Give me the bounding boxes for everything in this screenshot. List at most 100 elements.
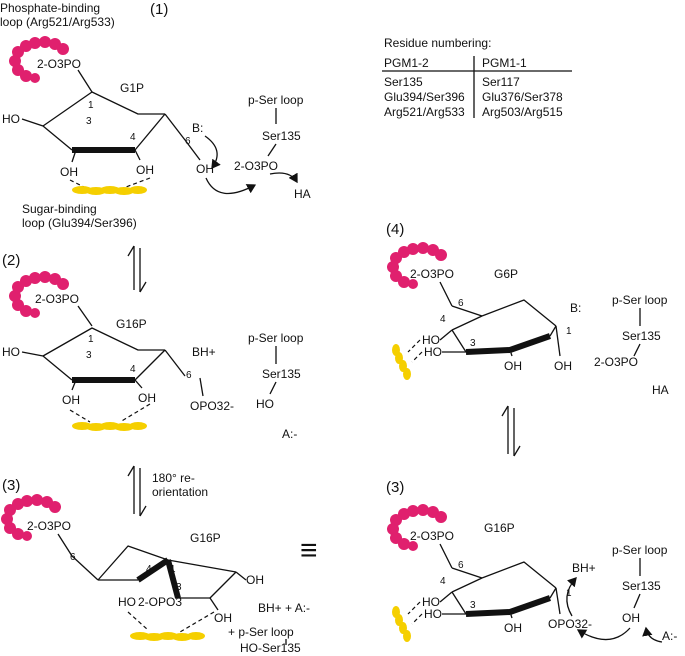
panel-1-g1p: (1) Phosphate-binding loop (Arg521/Arg53…	[0, 1, 311, 230]
carbon-number: 4	[130, 364, 136, 375]
equilibrium-arrow-1-2	[127, 245, 147, 293]
serine-hydroxyl: HO	[256, 397, 274, 411]
carbon-number: 3	[86, 116, 92, 127]
phosphoserine-label: 2-O3PO	[234, 159, 278, 173]
reorientation-label: 180° re-	[152, 471, 195, 485]
pser-loop-label: p-Ser loop	[248, 331, 304, 345]
sugar-name: G16P	[116, 317, 147, 331]
serine-label: Ser135	[262, 129, 301, 143]
hydroxyl: OH	[504, 359, 522, 373]
carbon-number: 4	[146, 564, 152, 575]
panel-3-g16p-left: (3) 2-O3PO 6 G16P 1 4 3 OH OH HO 2-OPO3 …	[1, 477, 310, 655]
phosphate-label: 2-OPO3	[138, 595, 182, 609]
carbon-number: 1	[170, 564, 176, 575]
acid-label: HA	[294, 187, 311, 201]
step-label: (3)	[2, 477, 20, 494]
hydroxyl: HO	[424, 607, 442, 621]
hydroxyl: OH	[62, 393, 80, 407]
pser-loop-label: p-Ser loop	[612, 543, 668, 557]
hydroxyl: OH	[214, 611, 232, 625]
phosphate-binding-loop	[387, 242, 447, 289]
opo3-label: 2-O3PO	[410, 267, 454, 281]
panel-4-g6p: (4) 2-O3PO G6P 6 4 3 1 B: HO HO OH OH p-…	[386, 221, 669, 397]
hydroxyl: OH	[136, 163, 154, 177]
sugar-binding-loop	[392, 344, 411, 380]
carbon-number: 3	[86, 350, 92, 361]
carbon-number: 6	[186, 370, 192, 381]
pser-loop-label: p-Ser loop	[612, 293, 668, 307]
residue-numbering-table: Residue numbering: PGM1-2 PGM1-1 Ser135 …	[382, 36, 572, 119]
opo3-label: 2-O3PO	[37, 57, 81, 71]
hydroxyl: OH	[60, 165, 78, 179]
sugar-name: G16P	[190, 531, 221, 545]
step-label: (1)	[150, 1, 168, 18]
carbon-number: 6	[185, 136, 191, 147]
carbon-number: 1	[566, 588, 572, 599]
equivalence-sign: ≡	[300, 534, 318, 567]
serine-label: HO-Ser135	[240, 641, 301, 655]
sugar-loop-label-2: loop (Glu394/Ser396)	[22, 216, 137, 230]
carbon-number: 1	[88, 100, 94, 111]
acid-label: HA	[652, 383, 669, 397]
sugar-name: G16P	[484, 521, 515, 535]
hydroxyl: HO	[2, 345, 20, 359]
carbon-number: 1	[566, 326, 572, 337]
opo3-label: 2-O3PO	[35, 292, 79, 306]
sugar-name: G1P	[120, 81, 144, 95]
sugar-binding-loop	[130, 632, 205, 641]
carbon-number: 4	[440, 314, 446, 325]
table-header: PGM1-1	[482, 56, 527, 70]
table-title: Residue numbering:	[384, 36, 491, 50]
table-cell: Arg503/Arg515	[482, 105, 563, 119]
hydroxyl: HO	[422, 333, 440, 347]
phosphoserine-label: 2-O3PO	[594, 355, 638, 369]
acid-label: A:-	[282, 427, 297, 441]
carbon-number: 4	[130, 132, 136, 143]
phosphate-binding-loop	[1, 494, 61, 541]
reorientation-label-2: orientation	[152, 485, 208, 499]
step-label: (4)	[386, 221, 404, 238]
table-cell: Ser135	[384, 75, 423, 89]
hydroxyl: OH	[196, 162, 214, 176]
sugar-name: G6P	[494, 267, 518, 281]
table-cell: Glu394/Ser396	[384, 90, 465, 104]
base-label: B:	[570, 301, 581, 315]
phosphate-label: OPO32-	[190, 399, 234, 413]
carbon-number: 3	[176, 582, 182, 593]
carbon-number: 1	[88, 334, 94, 345]
sugar-binding-loop	[392, 606, 411, 642]
table-header: PGM1-2	[384, 56, 429, 70]
hydroxyl: OH	[554, 359, 572, 373]
serine-label: Ser135	[262, 367, 301, 381]
hydroxyl: HO	[118, 595, 136, 609]
hydroxyl: HO	[422, 595, 440, 609]
serine-label: Ser135	[622, 579, 661, 593]
hydroxyl: OH	[504, 621, 522, 635]
carbon-number: 6	[458, 298, 464, 309]
phosphate-loop-label: Phosphate-binding	[0, 1, 100, 15]
phosphate-binding-loop	[387, 504, 447, 551]
carbon-number: 6	[70, 552, 76, 563]
carbon-number: 4	[440, 576, 446, 587]
serine-label: Ser135	[622, 329, 661, 343]
sugar-loop-label: Sugar-binding	[22, 202, 97, 216]
panel-2-g16p: (2) 2-O3PO G16P 1 3 4 6 HO OH OH OPO32- …	[2, 252, 304, 441]
pser-loop-label: p-Ser loop	[248, 93, 304, 107]
table-cell: Ser117	[482, 75, 520, 89]
opo3-label: 2-O3PO	[410, 529, 454, 543]
hydroxyl: OH	[246, 573, 264, 587]
table-cell: Arg521/Arg533	[384, 105, 465, 119]
equilibrium-arrow-2-3: 180° re- orientation	[127, 465, 208, 517]
carbon-number: 6	[458, 560, 464, 571]
equilibrium-arrow-4-3	[501, 405, 521, 457]
pser-loop-label: + p-Ser loop	[228, 625, 294, 639]
base-label: B:	[192, 121, 203, 135]
step-label: (3)	[386, 479, 404, 496]
base-label: BH+	[192, 345, 216, 359]
phosphate-label: OPO32-	[548, 617, 592, 631]
base-acid-label: BH+ + A:-	[258, 601, 310, 615]
table-cell: Glu376/Ser378	[482, 90, 563, 104]
opo3-label: 2-O3PO	[27, 519, 71, 533]
acid-label: A:-	[662, 629, 677, 643]
